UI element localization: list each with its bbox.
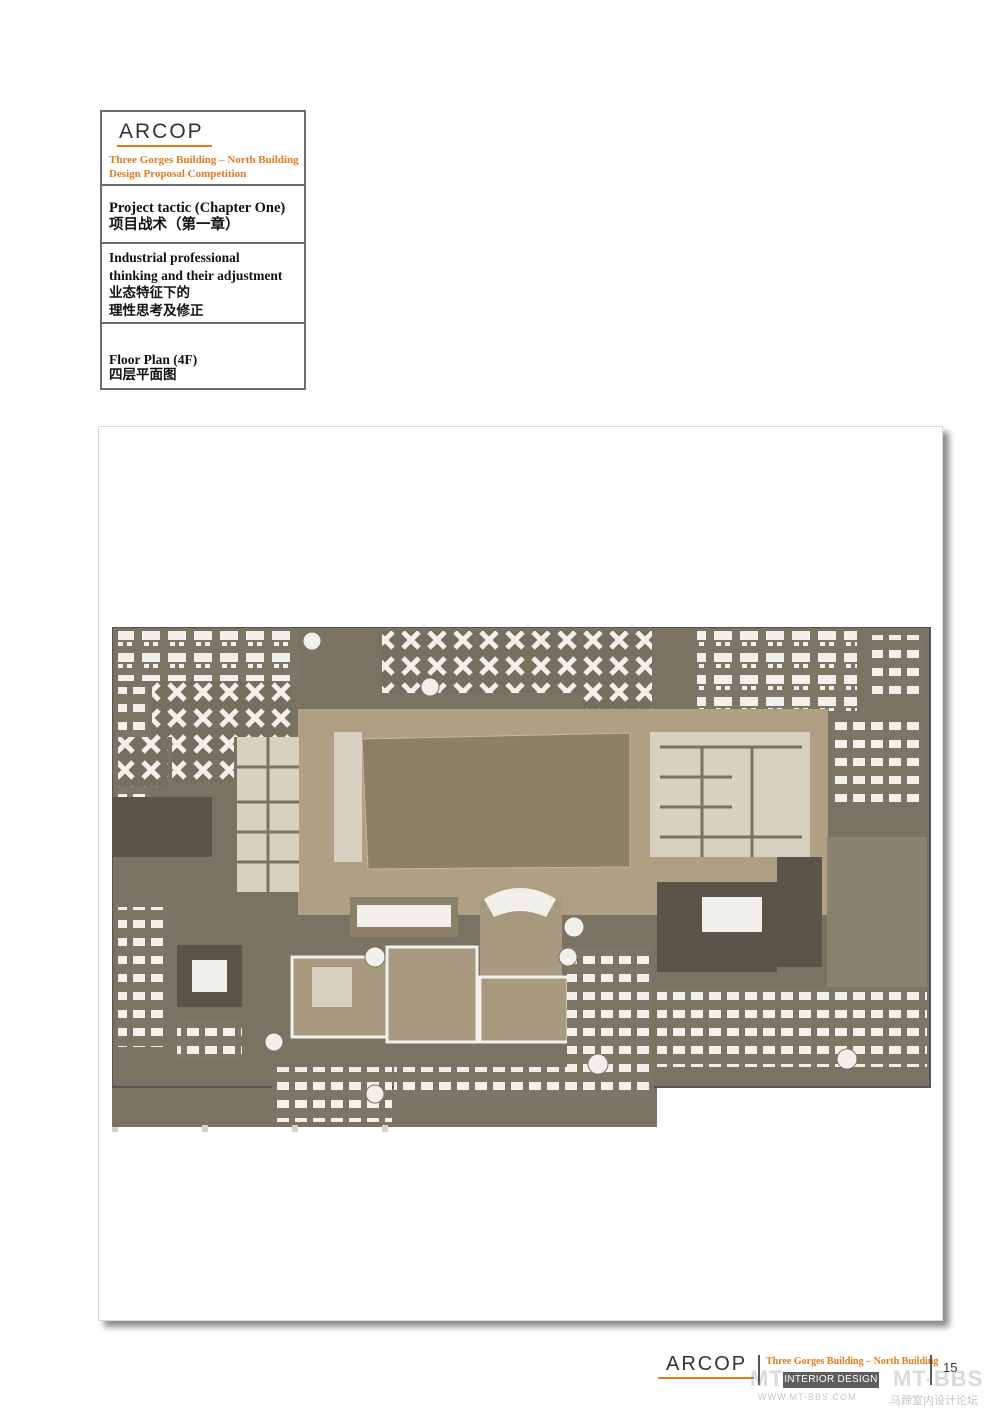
open-office-east xyxy=(697,631,857,711)
plan-title-en: Floor Plan (4F) xyxy=(109,352,198,367)
topic-en-2: thinking and their adjustment xyxy=(109,267,283,283)
east-restrooms xyxy=(777,857,822,967)
vip-table xyxy=(702,897,762,932)
restrooms xyxy=(112,797,212,857)
topic-cn-1: 业态特征下的 xyxy=(109,285,190,300)
escalator xyxy=(312,967,352,1007)
page-number: 15 xyxy=(943,1360,958,1375)
watermark-url: WWW.MT-BBS.COM xyxy=(758,1392,857,1402)
footer-divider-1 xyxy=(758,1355,760,1385)
waiting-tables xyxy=(118,737,168,787)
topic-cn-2: 理性思考及修正 xyxy=(109,302,204,318)
footer-divider-2 xyxy=(930,1355,932,1385)
office-desks-north xyxy=(118,631,298,681)
floor-plan-drawing xyxy=(112,627,931,1132)
stage-steps xyxy=(484,888,556,917)
topic-en-1: Industrial professional xyxy=(109,250,240,265)
chapter-en: Project tactic (Chapter One) xyxy=(109,200,286,216)
interior-design-badge: INTERIOR DESIGN xyxy=(783,1372,879,1388)
east-dining-hall xyxy=(657,987,927,1067)
dining-west-booths xyxy=(118,907,168,1047)
japanese-kitchen xyxy=(478,975,570,1044)
meeting-room-east xyxy=(872,635,922,695)
chapter-cn: 项目战术（第一章） xyxy=(109,217,240,233)
plan-title-cn: 四层平面图 xyxy=(109,367,177,382)
japanese-restaurant xyxy=(827,837,927,987)
watermark-cn: 马蹄室内设计论坛 xyxy=(890,1394,978,1407)
manager-office xyxy=(582,631,652,711)
footer-logo-underline xyxy=(658,1377,754,1379)
plan-section: Floor Plan (4F) 四层平面图 xyxy=(102,324,304,390)
topic-section: Industrial professional thinking and the… xyxy=(102,244,304,324)
project-title-line1: Three Gorges Building – North Building xyxy=(109,154,299,166)
bar-top xyxy=(357,905,451,927)
private-offices-east xyxy=(832,722,922,802)
buffet-counter xyxy=(192,960,227,992)
title-card: ARCOP Three Gorges Building – North Buil… xyxy=(100,110,306,390)
project-title-line2: Design Proposal Competition xyxy=(109,168,247,180)
watermark-right: MT-BBS xyxy=(893,1366,984,1391)
stair-core-west xyxy=(334,732,362,862)
arcop-logo: ARCOP xyxy=(119,120,204,143)
title-card-logo-section: ARCOP Three Gorges Building – North Buil… xyxy=(102,112,304,186)
meeting-tables xyxy=(152,682,292,737)
western-kitchen xyxy=(385,945,479,1044)
atrium-void xyxy=(361,732,631,870)
chapter-section: Project tactic (Chapter One) 项目战术（第一章） xyxy=(102,186,304,244)
vip-conference-area xyxy=(382,631,582,693)
footer-project-title: Three Gorges Building – North Building xyxy=(766,1356,939,1367)
watermark-left: MT- xyxy=(750,1366,791,1391)
bar-seating xyxy=(567,947,652,1077)
dining-sets xyxy=(177,1022,242,1060)
logo-underline xyxy=(117,145,212,147)
reception-tables xyxy=(172,737,234,782)
footer-arcop-logo: ARCOP xyxy=(666,1353,748,1375)
